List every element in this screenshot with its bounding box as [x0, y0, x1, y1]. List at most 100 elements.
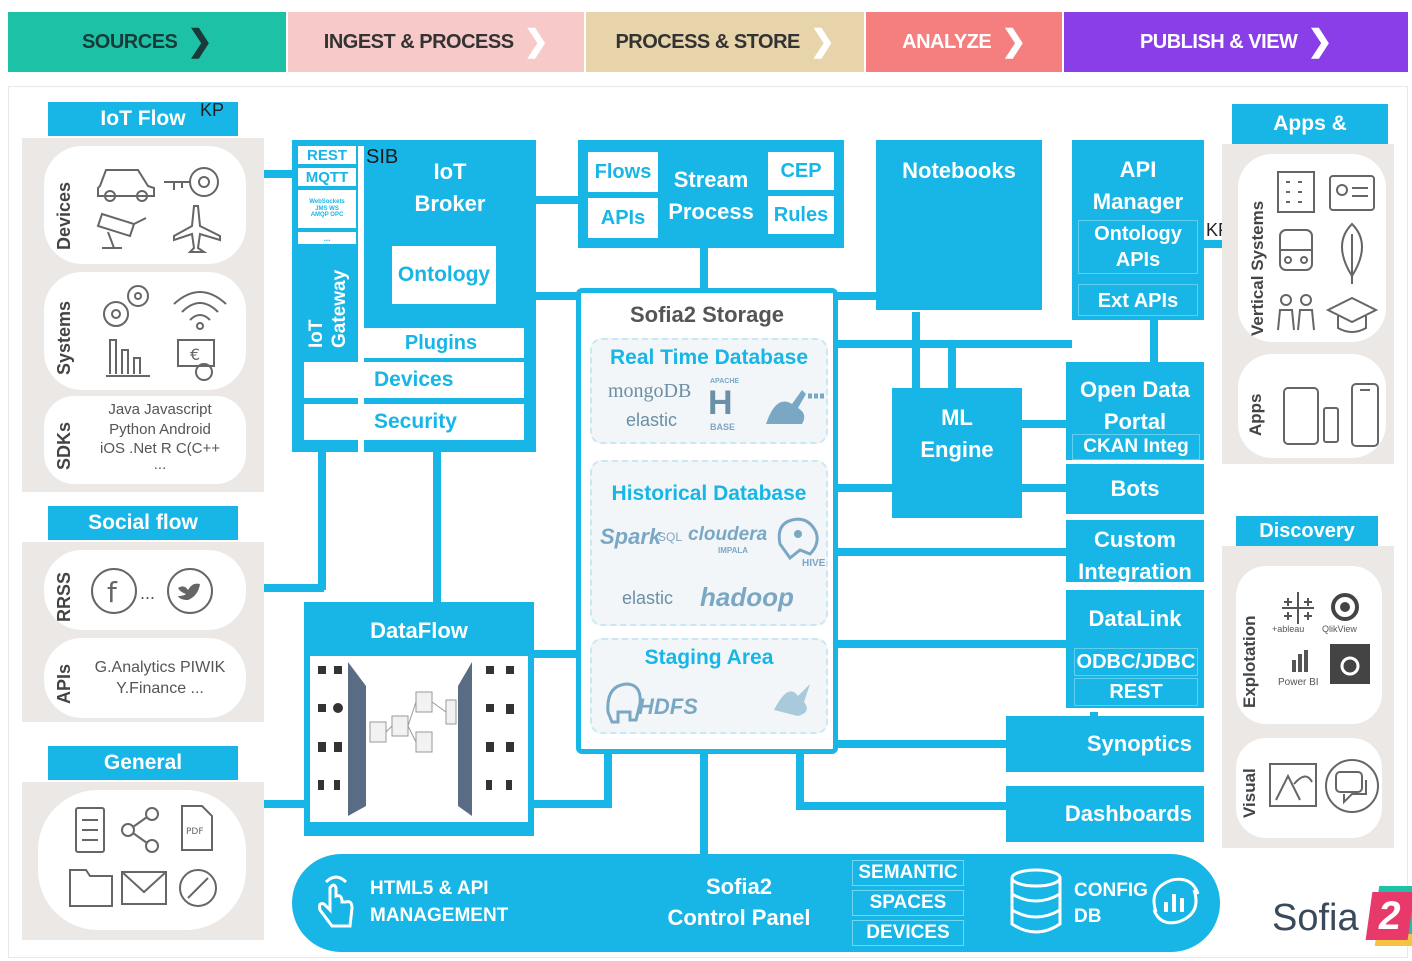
connector: [604, 748, 612, 808]
stage-process-store: PROCESS & STORE❯: [586, 12, 864, 72]
refresh-chart-icon: [1146, 872, 1204, 930]
apis-list: G.Analytics PIWIK Y.Finance ...: [84, 658, 236, 700]
storage-title: Sofia2 Storage: [576, 302, 838, 328]
connector: [836, 292, 878, 300]
staging-title: Staging Area: [592, 646, 826, 670]
html5-line: HTML5 & API: [370, 876, 508, 903]
money-icon: €: [178, 340, 214, 380]
elephant-icon: [604, 676, 644, 726]
chevron-right-icon: ❯: [187, 27, 212, 57]
tableau-label: +ableau: [1272, 624, 1304, 636]
stage-ingest: INGEST & PROCESS❯: [288, 12, 584, 72]
config-db-label: CONFIG DB: [1074, 878, 1148, 929]
connector: [1150, 318, 1158, 362]
rest-protocol: REST: [298, 146, 356, 164]
building-icon: [1278, 172, 1314, 212]
sdks-line: Python Android: [84, 420, 236, 440]
devices-label: Devices: [54, 182, 75, 250]
impala-logo: IMPALA: [718, 546, 748, 555]
protocols-list: WebSockets JMS WS AMQP OPC: [298, 190, 356, 228]
custom-integration-block: Custom Integration: [1066, 520, 1204, 582]
api-manager-line: API: [1072, 154, 1204, 186]
iot-flow-label: IoT Flow: [100, 107, 185, 131]
chart-circle-icon: [180, 870, 216, 906]
connector: [262, 170, 296, 178]
twitter-icon: [168, 569, 212, 613]
connector: [912, 312, 920, 392]
connector: [836, 484, 896, 492]
vertical-icons: [1272, 160, 1382, 340]
bar-chart-icon: [106, 340, 150, 376]
stream-process-title: Stream Process: [664, 164, 758, 228]
devices-icons: [94, 152, 244, 256]
general-title: General: [48, 746, 238, 780]
facebook-icon: f: [92, 569, 136, 613]
sdks-label: SDKs: [54, 422, 75, 470]
ext-apis-box: Ext APIs: [1078, 284, 1198, 316]
hadoop-logo: hadoop: [700, 582, 794, 613]
protocol-item: WebSockets: [309, 199, 345, 206]
ontology-apis-box: Ontology APIs: [1078, 220, 1198, 274]
flows-box: Flows: [588, 152, 658, 192]
dataflow-title: DataFlow: [304, 618, 534, 644]
custom-line: Custom: [1066, 524, 1204, 556]
stage-label: SOURCES: [82, 31, 177, 54]
connector: [700, 752, 708, 854]
stage-publish: PUBLISH & VIEW❯: [1064, 12, 1408, 72]
ontology-box: Ontology: [392, 246, 496, 304]
car-icon: [98, 170, 154, 201]
leaf-icon: [1342, 224, 1362, 284]
airplane-icon: [174, 206, 220, 252]
checklist-icon: [76, 808, 104, 852]
chat-icon: [1326, 760, 1378, 812]
connector: [948, 346, 956, 392]
connector: [534, 292, 582, 300]
stage-label: ANALYZE: [902, 31, 991, 54]
vertical-systems-label: Vertical Systems: [1248, 201, 1268, 336]
discovery-title: Discovery: [1236, 516, 1378, 546]
realtime-title: Real Time Database: [592, 346, 826, 370]
spaces-box: SPACES: [852, 890, 964, 916]
synoptics-block: Synoptics: [1006, 716, 1204, 772]
kafka-icon: [762, 384, 826, 428]
historical-title: Historical Database: [592, 482, 826, 506]
powerbi-label: Power BI: [1278, 676, 1319, 689]
exploitation-label: Explotation: [1240, 615, 1260, 708]
ckan-box: CKAN Integ: [1072, 434, 1200, 460]
tablet-icon: [1284, 388, 1318, 444]
stream-line: Process: [664, 196, 758, 228]
bird-icon: [768, 676, 818, 722]
odbc-box: ODBC/JDBC: [1074, 648, 1198, 676]
control-panel-line: Sofia2: [656, 872, 822, 903]
stage-label: PUBLISH & VIEW: [1140, 31, 1297, 54]
rules-box: Rules: [768, 196, 834, 234]
people-icon: [1278, 295, 1314, 330]
connector: [534, 800, 612, 808]
ontology-apis-line: APIs: [1079, 247, 1197, 273]
general-icons: PDF: [62, 800, 222, 920]
staging-area: Staging Area HDFS: [590, 638, 828, 734]
connector: [796, 802, 1010, 810]
device-icons: [1280, 380, 1384, 450]
api-manager-line: Manager: [1072, 186, 1204, 218]
custom-line: Integration: [1066, 556, 1204, 588]
connector: [318, 445, 326, 590]
ml-line: ML: [892, 402, 1022, 434]
social-flow-label: Social flow: [88, 511, 198, 535]
iot-gateway-label: IoT Gateway: [306, 238, 352, 348]
sdks-line: ...: [84, 459, 236, 471]
gear-tool-icon: [1330, 644, 1370, 684]
connector: [836, 640, 1068, 648]
cep-box: CEP: [768, 152, 834, 190]
broker-line: Broker: [380, 188, 520, 220]
rrss-dots: ...: [140, 582, 155, 605]
hbase-text: BASE: [710, 422, 735, 432]
hdfs-logo: HDFS: [638, 694, 698, 720]
security-box: Security: [304, 404, 524, 440]
systems-label: Systems: [54, 301, 75, 375]
svg-text:f: f: [107, 576, 118, 609]
dataflow-canvas: [310, 656, 528, 822]
qlikview-label: QlikView: [1322, 624, 1357, 636]
spark-logo: Spark: [600, 524, 661, 550]
qlikview-icon: [1328, 590, 1362, 624]
